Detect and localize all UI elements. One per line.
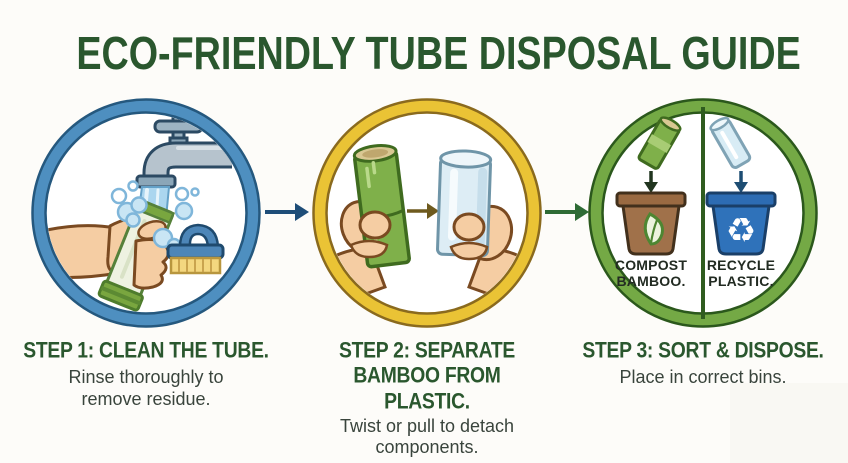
compost-arrow-down-icon (644, 171, 658, 193)
step1-heading: STEP 1: CLEAN THE TUBE. (23, 339, 269, 363)
step2-ring-inner-outline (325, 111, 529, 315)
compost-label-line1: COMPOST (615, 257, 687, 273)
bubbles-icon (110, 180, 200, 253)
recycle-symbol-icon: ♻ (726, 211, 756, 251)
watermark-area (730, 383, 848, 463)
step3-text-block: STEP 3: SORT & DISPOSE. Place in correct… (569, 339, 837, 389)
separate-arrow-icon (407, 203, 439, 219)
step3-ring-outer-outline (588, 98, 818, 328)
faucet-icon (135, 114, 232, 189)
step1-text-block: STEP 1: CLEAN THE TUBE. Rinse thoroughly… (12, 339, 280, 410)
bamboo-piece-icon (637, 116, 682, 170)
right-thumb-icon (449, 212, 489, 261)
recycle-label-line1: RECYCLE (707, 257, 775, 273)
step1-description: Rinse thoroughly to remove residue. (68, 367, 224, 409)
step3-heading: STEP 3: SORT & DISPOSE. (582, 339, 824, 363)
recycle-arrow-down-icon (734, 171, 748, 193)
compost-label-line2: BAMBOO. (616, 273, 685, 289)
page-title: ECO-FRIENDLY TUBE DISPOSAL GUIDE (76, 27, 801, 79)
step2-description: Twist or pull to detach components. (339, 416, 515, 458)
step2-circle-illustration (312, 98, 542, 328)
compost-bin-icon (615, 191, 687, 256)
plastic-piece-icon (709, 116, 752, 169)
recycle-label-line2: PLASTIC. (708, 273, 773, 289)
step2-heading: STEP 2: SEPARATE BAMBOO FROM PLASTIC. (339, 339, 515, 414)
arrow-right-icon-2 (545, 203, 589, 221)
step1-ring-inner-outline (44, 111, 248, 315)
step3-description: Place in correct bins. (619, 367, 787, 388)
brush-icon (166, 223, 225, 275)
step3-circle-illustration: COMPOST BAMBOO. ♻ RECYCLE PLASTIC. (588, 98, 818, 328)
recycle-bin-icon: ♻ (705, 191, 777, 256)
left-thumb-icon (349, 210, 392, 259)
step2-ring-outer-outline (312, 98, 542, 328)
step1-circle-illustration (31, 98, 261, 328)
step2-text-block: STEP 2: SEPARATE BAMBOO FROM PLASTIC. Tw… (293, 339, 561, 459)
step1-ring-outer-outline (31, 98, 261, 328)
arrow-right-icon-1 (265, 203, 309, 221)
